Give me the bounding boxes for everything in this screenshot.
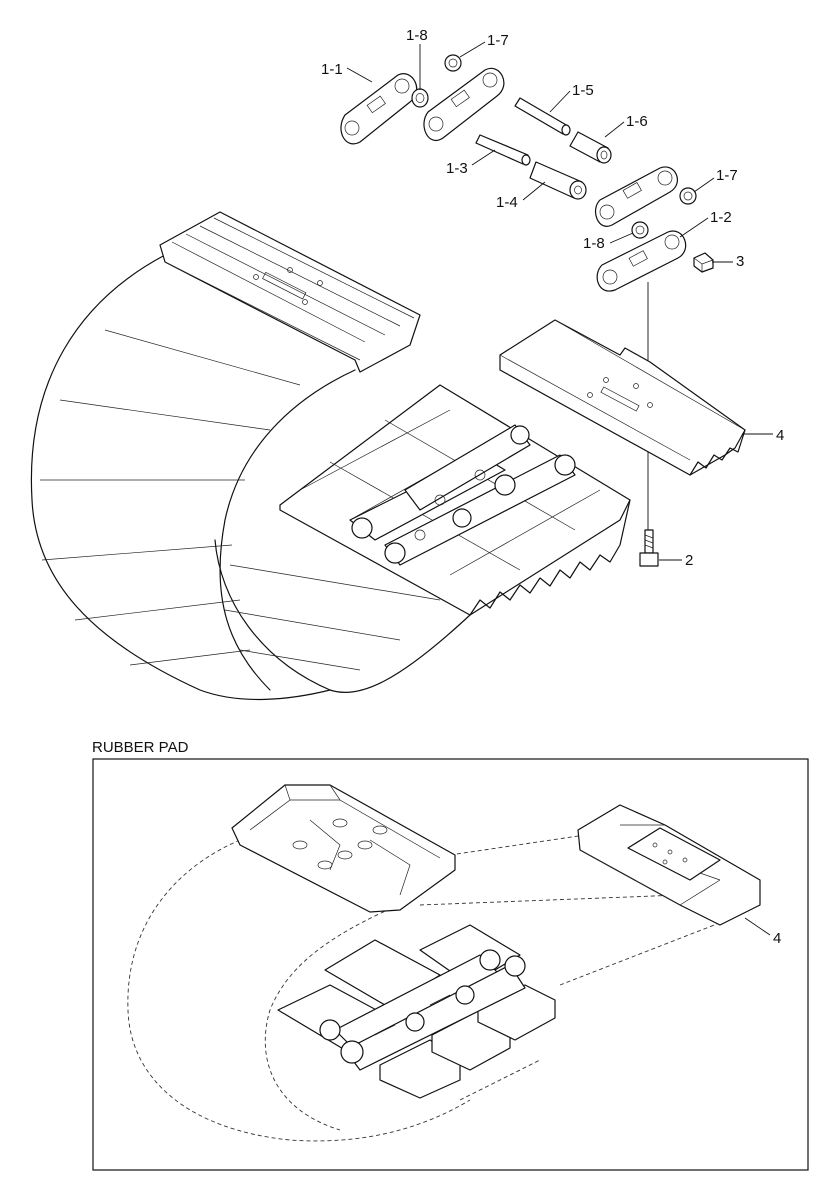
- spacer-1-7-top: [444, 54, 462, 72]
- label-3: 3: [736, 253, 744, 270]
- label-2: 2: [685, 552, 693, 569]
- link-1-2: [596, 230, 687, 292]
- label-4-lower: 4: [773, 930, 781, 947]
- label-1-6: 1-6: [626, 113, 648, 130]
- track-shoe-top: [159, 211, 421, 373]
- track-shoe-4: [499, 319, 746, 476]
- rubber-pads-with-chain: [277, 924, 556, 1099]
- label-1-1: 1-1: [321, 61, 343, 78]
- section-title: RUBBER PAD: [92, 739, 189, 756]
- rubber-pad-belt-outline: [127, 834, 741, 1142]
- spacer-1-7-right: [679, 187, 697, 205]
- label-1-7-right: 1-7: [716, 167, 738, 184]
- seal-1-8-right: [631, 221, 649, 239]
- label-4-upper: 4: [776, 427, 784, 444]
- bushing-1-6: [569, 131, 612, 164]
- label-1-5: 1-5: [572, 82, 594, 99]
- rubber-pad-frame: [92, 758, 809, 1171]
- nut-3: [693, 252, 714, 273]
- link-right-upper: [595, 166, 678, 227]
- label-1-8-top: 1-8: [406, 27, 428, 44]
- part-labels: 1-1 1-8 1-7 1-5 1-6 1-3 1-4 1-7 1-8 1-2 …: [321, 27, 784, 569]
- rubber-pad-top: [231, 784, 456, 913]
- track-shoes-with-chain: [279, 384, 631, 616]
- label-1-2: 1-2: [710, 209, 732, 226]
- label-1-7-top: 1-7: [487, 32, 509, 49]
- link-top-right: [423, 67, 505, 141]
- bushing-1-4: [529, 161, 587, 200]
- track-belt-outline: [30, 254, 471, 701]
- label-1-8-right: 1-8: [583, 235, 605, 252]
- label-1-4: 1-4: [496, 194, 518, 211]
- seal-1-8-top: [411, 88, 429, 108]
- rubber-pad-4: [577, 804, 761, 926]
- bolt-2: [639, 529, 659, 567]
- pin-1-3: [475, 134, 531, 166]
- link-1-1: [340, 73, 418, 145]
- label-1-3: 1-3: [446, 160, 468, 177]
- pin-1-5: [514, 97, 571, 136]
